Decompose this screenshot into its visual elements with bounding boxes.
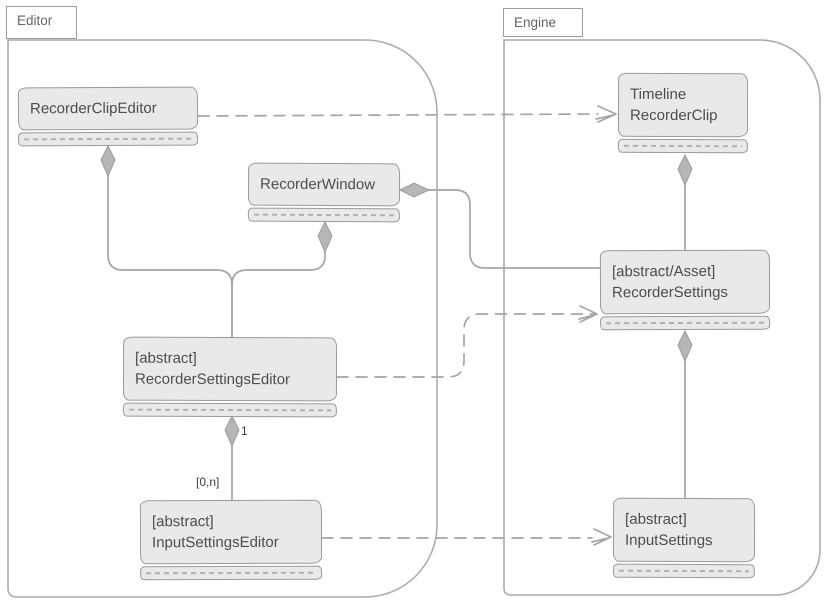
class-title: RecorderClipEditor — [17, 86, 199, 131]
class-title: [abstract] RecorderSettingsEditor — [122, 336, 338, 402]
class-title: Timeline RecorderClip — [617, 72, 749, 138]
edge-recorderwindow-to-recordersettingseditor — [231, 249, 326, 338]
edge-recorderclipeditor-to-recordersettingseditor — [107, 173, 233, 338]
class-name: InputSettingsEditor — [151, 533, 279, 552]
class-members-collapsed — [122, 402, 337, 418]
class-stereotype: [abstract] — [625, 510, 687, 529]
engine-package-frame — [503, 39, 821, 596]
multiplicity-label-zero-n: [0,n] — [196, 475, 220, 489]
class-members-collapsed — [612, 563, 755, 579]
edge-recorderclipeditor-to-timelinerecorderclip — [197, 113, 599, 117]
class-title: RecorderWindow — [247, 162, 401, 207]
class-name: InputSettings — [624, 531, 713, 550]
class-title: [abstract] InputSettings — [612, 497, 756, 563]
package-tab-label: Engine — [514, 15, 557, 30]
class-title: [abstract/Asset] RecorderSettings — [599, 249, 771, 315]
package-tab-label: Editor — [17, 13, 53, 28]
node-recorder-settings: [abstract/Asset] RecorderSettings — [599, 249, 771, 331]
composition-diamond-icon — [677, 153, 693, 187]
composition-diamond-icon — [398, 182, 431, 198]
class-stereotype: [abstract] — [151, 513, 214, 531]
class-members-collapsed — [140, 565, 323, 581]
class-members-collapsed — [247, 207, 400, 223]
dependency-arrow-icon — [591, 528, 612, 546]
class-members-collapsed — [18, 131, 199, 147]
edge-recordersettingseditor-to-recordersettings — [336, 313, 595, 378]
node-input-settings-editor: [abstract] InputSettingsEditor — [139, 499, 323, 581]
node-timeline-recorder-clip: Timeline RecorderClip — [617, 72, 749, 154]
class-title: [abstract] InputSettingsEditor — [139, 499, 323, 565]
class-members-collapsed — [600, 315, 771, 331]
composition-diamond-icon — [317, 220, 333, 254]
class-name: RecorderSettingsEditor — [134, 370, 291, 389]
package-tab-engine: Engine — [503, 8, 583, 37]
node-recorder-clip-editor: RecorderClipEditor — [17, 86, 199, 147]
class-name-line2: RecorderClip — [629, 106, 718, 125]
class-stereotype: [abstract] — [135, 349, 197, 367]
dependency-arrow-icon — [595, 105, 617, 123]
node-recorder-window: RecorderWindow — [247, 162, 401, 223]
dependency-arrow-icon — [578, 305, 598, 323]
editor-package-frame — [7, 39, 438, 598]
node-input-settings: [abstract] InputSettings — [612, 497, 756, 579]
class-members-collapsed — [617, 138, 748, 154]
composition-diamond-icon — [100, 144, 116, 178]
class-name: RecorderClipEditor — [29, 99, 157, 118]
edge-recorderwindow-to-recordersettings — [427, 189, 601, 269]
class-name: RecorderWindow — [259, 175, 376, 194]
class-name-line1: Timeline — [630, 85, 687, 104]
multiplicity-label-one: 1 — [241, 424, 248, 438]
composition-diamond-icon — [224, 414, 240, 448]
composition-diamond-icon — [677, 329, 693, 363]
class-name: RecorderSettings — [611, 283, 728, 302]
class-stereotype: [abstract/Asset] — [611, 262, 716, 281]
package-tab-editor: Editor — [6, 6, 77, 39]
node-recorder-settings-editor: [abstract] RecorderSettingsEditor — [122, 336, 338, 418]
